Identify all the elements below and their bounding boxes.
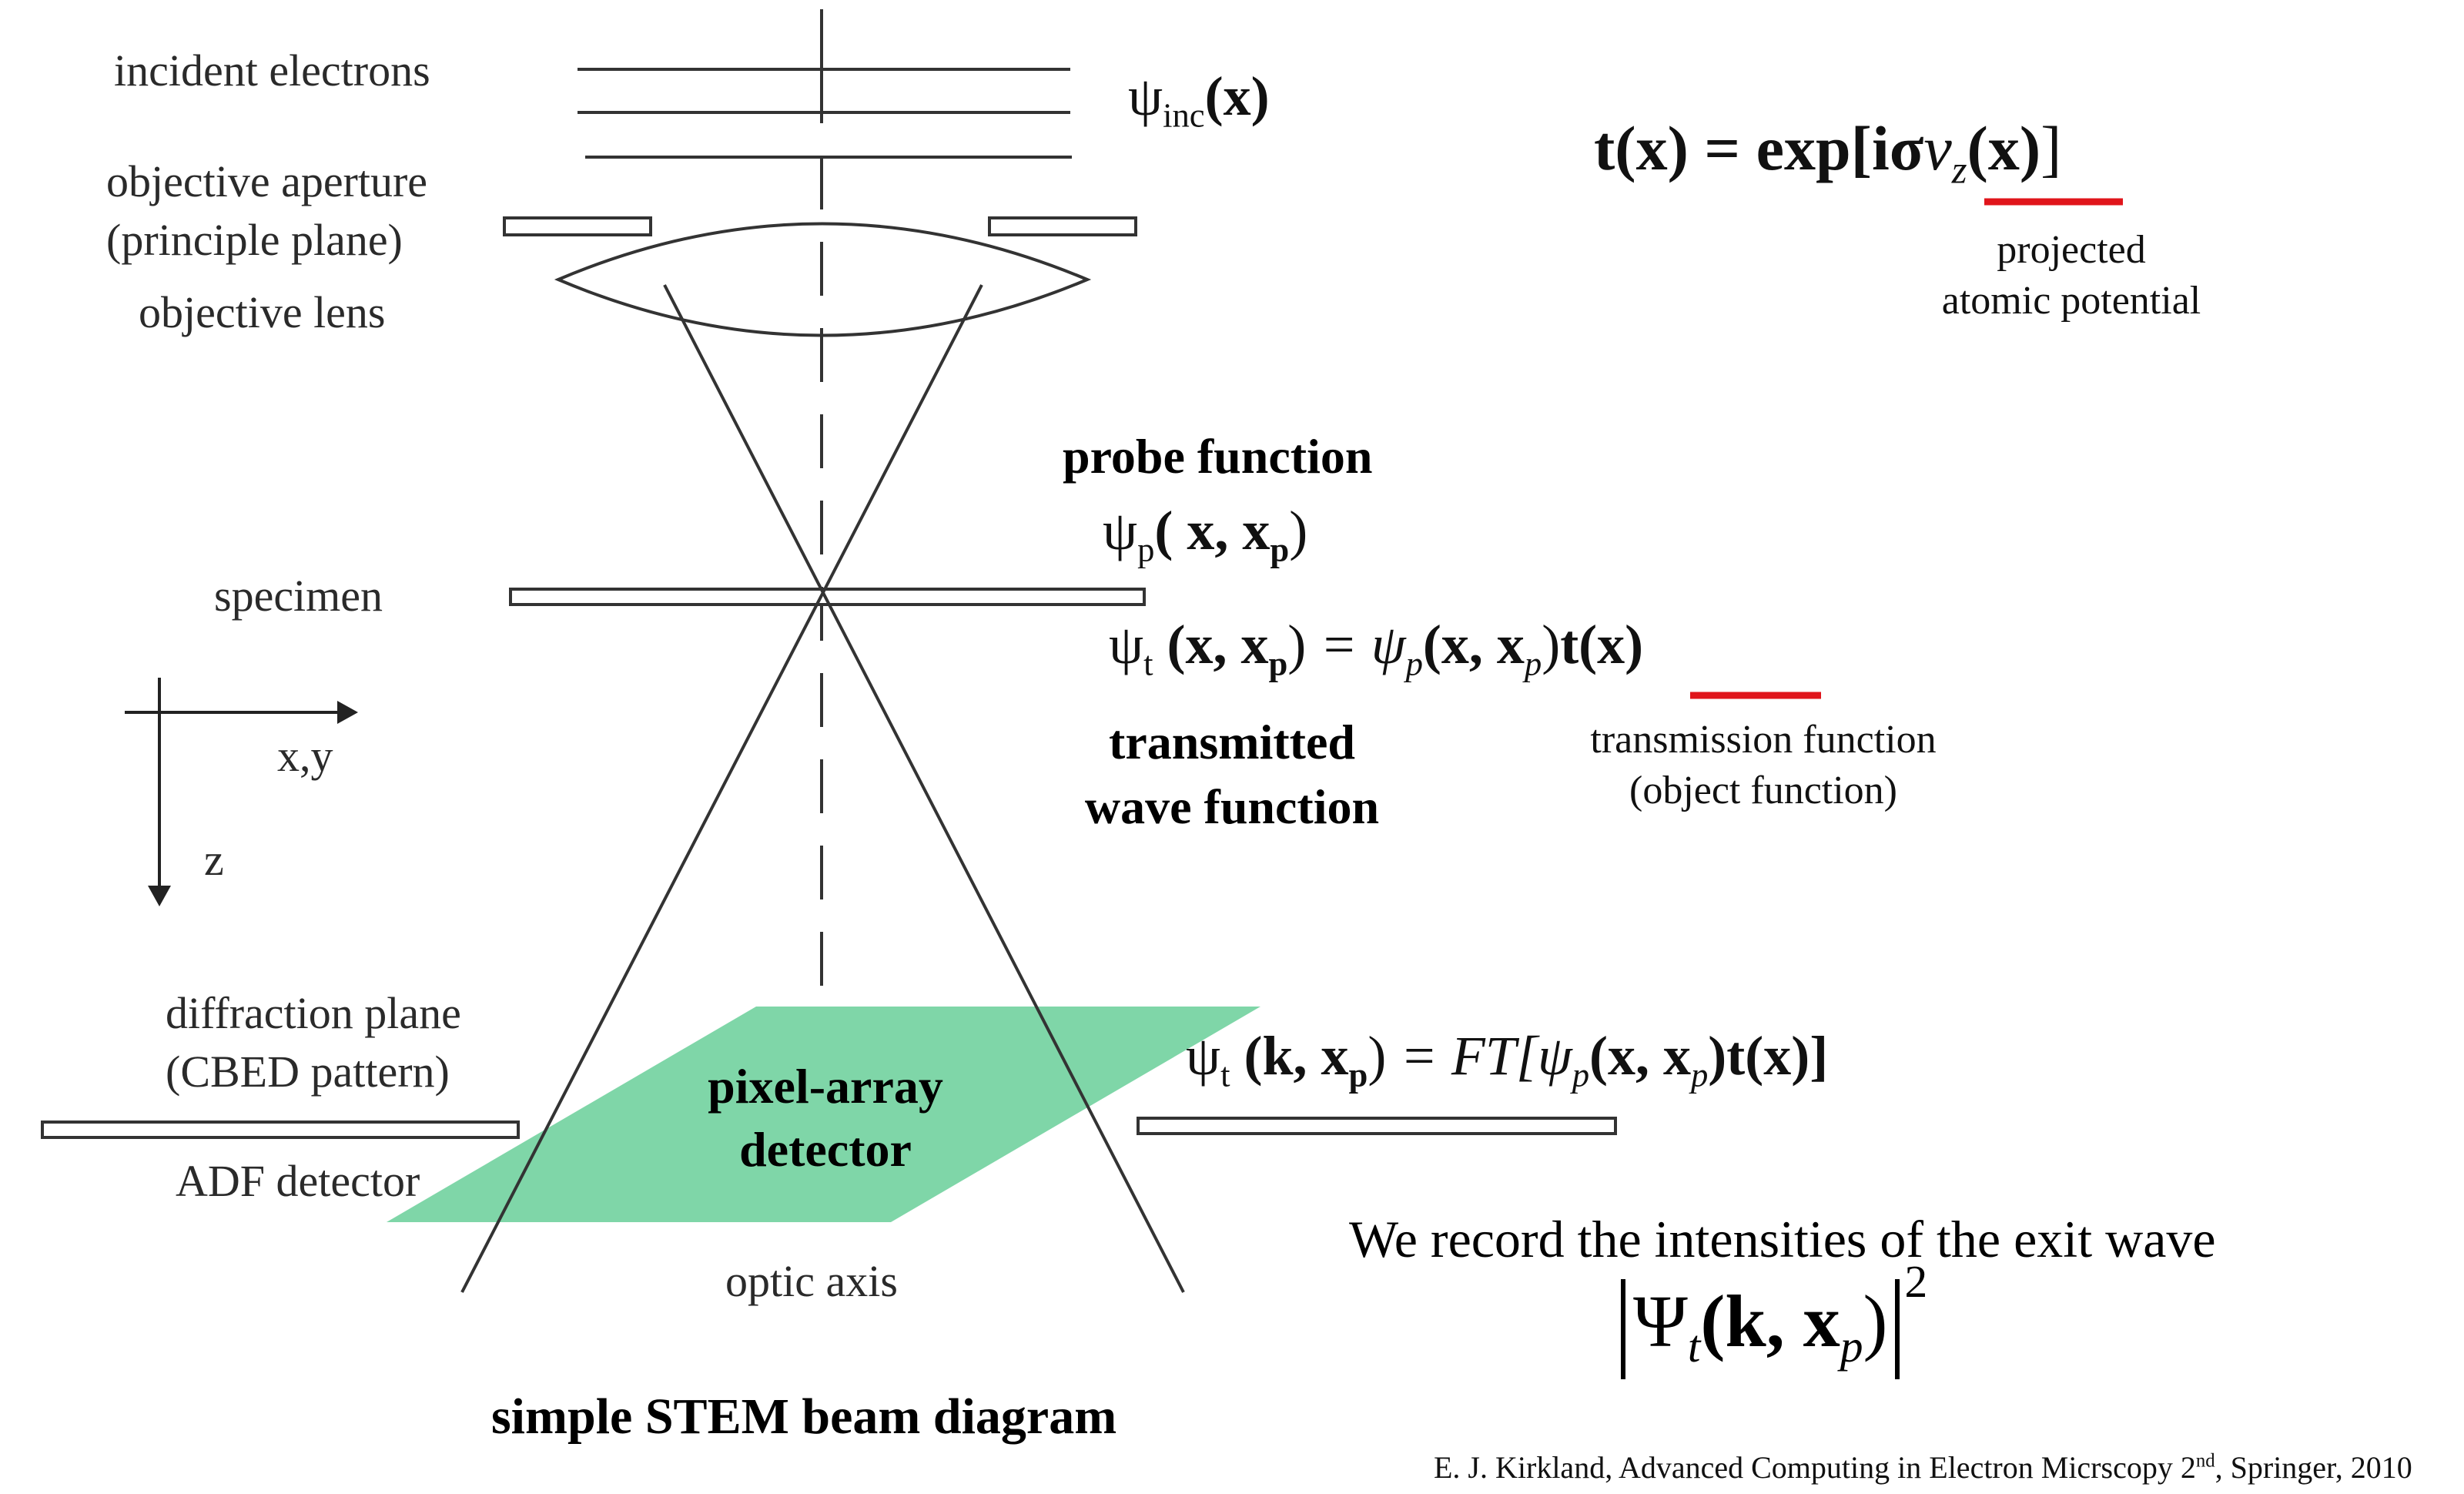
citation-tail: , Springer, 2010 xyxy=(2215,1450,2412,1485)
tx-close: ] xyxy=(2040,113,2062,183)
abs-bar-right xyxy=(1895,1278,1900,1379)
intensity-close: ) xyxy=(1863,1280,1888,1362)
ft-rhs-arg-sub: p xyxy=(1690,1055,1709,1094)
tw-rhs-t: t(x) xyxy=(1560,614,1644,675)
probe-sym: ψ xyxy=(1103,500,1138,561)
label-optic-axis: optic axis xyxy=(725,1256,898,1306)
ft-rhs-sub: p xyxy=(1572,1055,1589,1094)
ft-lhs-arg: (k, x xyxy=(1230,1025,1349,1087)
label-specimen: specimen xyxy=(214,571,383,621)
tw-rhs: = ψ xyxy=(1320,614,1406,675)
tx-lhs: t(x) = exp[iσ xyxy=(1594,113,1924,183)
intensity-formula: Ψt(k, xp) 2 xyxy=(1621,1256,1927,1379)
label-principle-plane: (principle plane) xyxy=(106,215,403,265)
tx-v-sub: z xyxy=(1951,148,1967,192)
transmission-note-line-1: transmission function xyxy=(1590,718,1937,762)
label-axis-z: z xyxy=(204,835,224,885)
detector-line-1: pixel-array xyxy=(708,1059,943,1114)
record-intensities-text: We record the intensities of the exit wa… xyxy=(1349,1210,2216,1268)
transmitted-title-1: transmitted xyxy=(1109,715,1355,769)
tw-lhs-close: ) xyxy=(1287,614,1307,675)
tw-rhs-close: ) xyxy=(1542,614,1561,675)
projected-line-2: atomic potential xyxy=(1941,279,2201,323)
transmission-equation: t(x) = exp[iσvz(x)] xyxy=(1594,112,2061,192)
pixel-array-detector-shape xyxy=(387,1007,1260,1222)
detector-line-2: detector xyxy=(739,1122,912,1177)
tw-rhs-arg: (x, x xyxy=(1422,614,1525,675)
transmission-note-line-2: (object function) xyxy=(1629,769,1897,812)
tw-lhs-arg-sub: p xyxy=(1268,644,1288,683)
ft-lhs-sub: t xyxy=(1220,1055,1230,1094)
transmission-function-note: transmission function (object function) xyxy=(1548,715,1979,816)
citation-text: E. J. Kirkland, Advanced Computing in El… xyxy=(1434,1450,2196,1485)
ft-rhs: = FT[ψ xyxy=(1400,1025,1572,1087)
label-objective-aperture: objective aperture xyxy=(106,156,428,206)
intensity-exponent: 2 xyxy=(1904,1256,1928,1307)
intensity-arg-sub: p xyxy=(1840,1321,1863,1372)
aperture-plate-right xyxy=(988,216,1137,236)
specimen-plate xyxy=(509,588,1146,606)
objective-lens xyxy=(554,222,1092,337)
probe-function-formula: ψp( x, xp) xyxy=(1103,499,1307,569)
fourier-transform-equation: ψt (k, xp) = FT[ψp(x, xp)t(x)] xyxy=(1186,1024,1828,1094)
beam-ray-right xyxy=(460,284,983,1293)
transmitted-wave-function-title: transmitted wave function xyxy=(1047,710,1417,839)
label-objective-lens: objective lens xyxy=(139,287,386,337)
psi-inc-formula: ψinc(x) xyxy=(1128,65,1270,135)
ft-lhs-arg-sub: p xyxy=(1348,1055,1368,1094)
beam-ray-left xyxy=(663,284,1185,1293)
psi-inc-arg: (x) xyxy=(1204,65,1270,127)
psi-inc-sub: inc xyxy=(1163,95,1205,135)
psi-inc-symbol: ψ xyxy=(1128,65,1163,127)
intensity-arg: (k, x xyxy=(1700,1280,1840,1362)
ft-lhs-close: ) xyxy=(1368,1025,1387,1087)
intensity-psi-sub: t xyxy=(1687,1321,1701,1372)
tw-lhs-sub: t xyxy=(1143,644,1153,683)
probe-arg: ( x, x xyxy=(1154,500,1270,561)
ft-rhs-close: )t(x)] xyxy=(1708,1025,1829,1087)
adf-plate-left xyxy=(41,1120,520,1139)
label-diffraction-plane: diffraction plane xyxy=(166,988,461,1038)
label-incident-electrons: incident electrons xyxy=(114,45,430,95)
tw-rhs-sub: p xyxy=(1405,644,1423,683)
projected-atomic-potential-note: projected atomic potential xyxy=(1902,225,2241,327)
ft-rhs-arg: (x, x xyxy=(1589,1025,1691,1087)
diagram-caption: simple STEM beam diagram xyxy=(491,1388,1117,1445)
tw-rhs-arg-sub: p xyxy=(1524,644,1542,683)
projected-line-1: projected xyxy=(1997,228,2146,272)
probe-sub: p xyxy=(1137,530,1155,569)
adf-plate-right xyxy=(1137,1117,1617,1135)
probe-function-title: probe function xyxy=(1063,429,1373,484)
transmitted-wave-equation: ψt (x, xp) = ψp(x, xp)t(x) xyxy=(1109,613,1643,683)
tx-arg: (x) xyxy=(1967,113,2041,183)
probe-close: ) xyxy=(1289,500,1308,561)
ft-lhs: ψ xyxy=(1186,1025,1221,1087)
citation-sup: nd xyxy=(2195,1450,2215,1472)
tw-lhs-arg: (x, x xyxy=(1153,614,1269,675)
label-axis-xy: x,y xyxy=(277,731,333,781)
citation: E. J. Kirkland, Advanced Computing in El… xyxy=(1434,1449,2412,1486)
label-cbed-pattern: (CBED pattern) xyxy=(166,1047,450,1097)
probe-arg-sub: p xyxy=(1270,530,1290,569)
tw-lhs: ψ xyxy=(1109,614,1144,675)
axis-z-arrowhead xyxy=(148,886,171,906)
axis-x-arrowhead xyxy=(337,701,358,724)
abs-bar-left xyxy=(1621,1278,1625,1379)
transmitted-title-2: wave function xyxy=(1084,779,1380,834)
aperture-plate-left xyxy=(503,216,652,236)
label-pixel-array-detector: pixel-array detector xyxy=(648,1055,1003,1181)
label-adf-detector: ADF detector xyxy=(176,1156,420,1206)
tx-v: v xyxy=(1923,113,1952,183)
intensity-psi: Ψ xyxy=(1633,1280,1688,1362)
